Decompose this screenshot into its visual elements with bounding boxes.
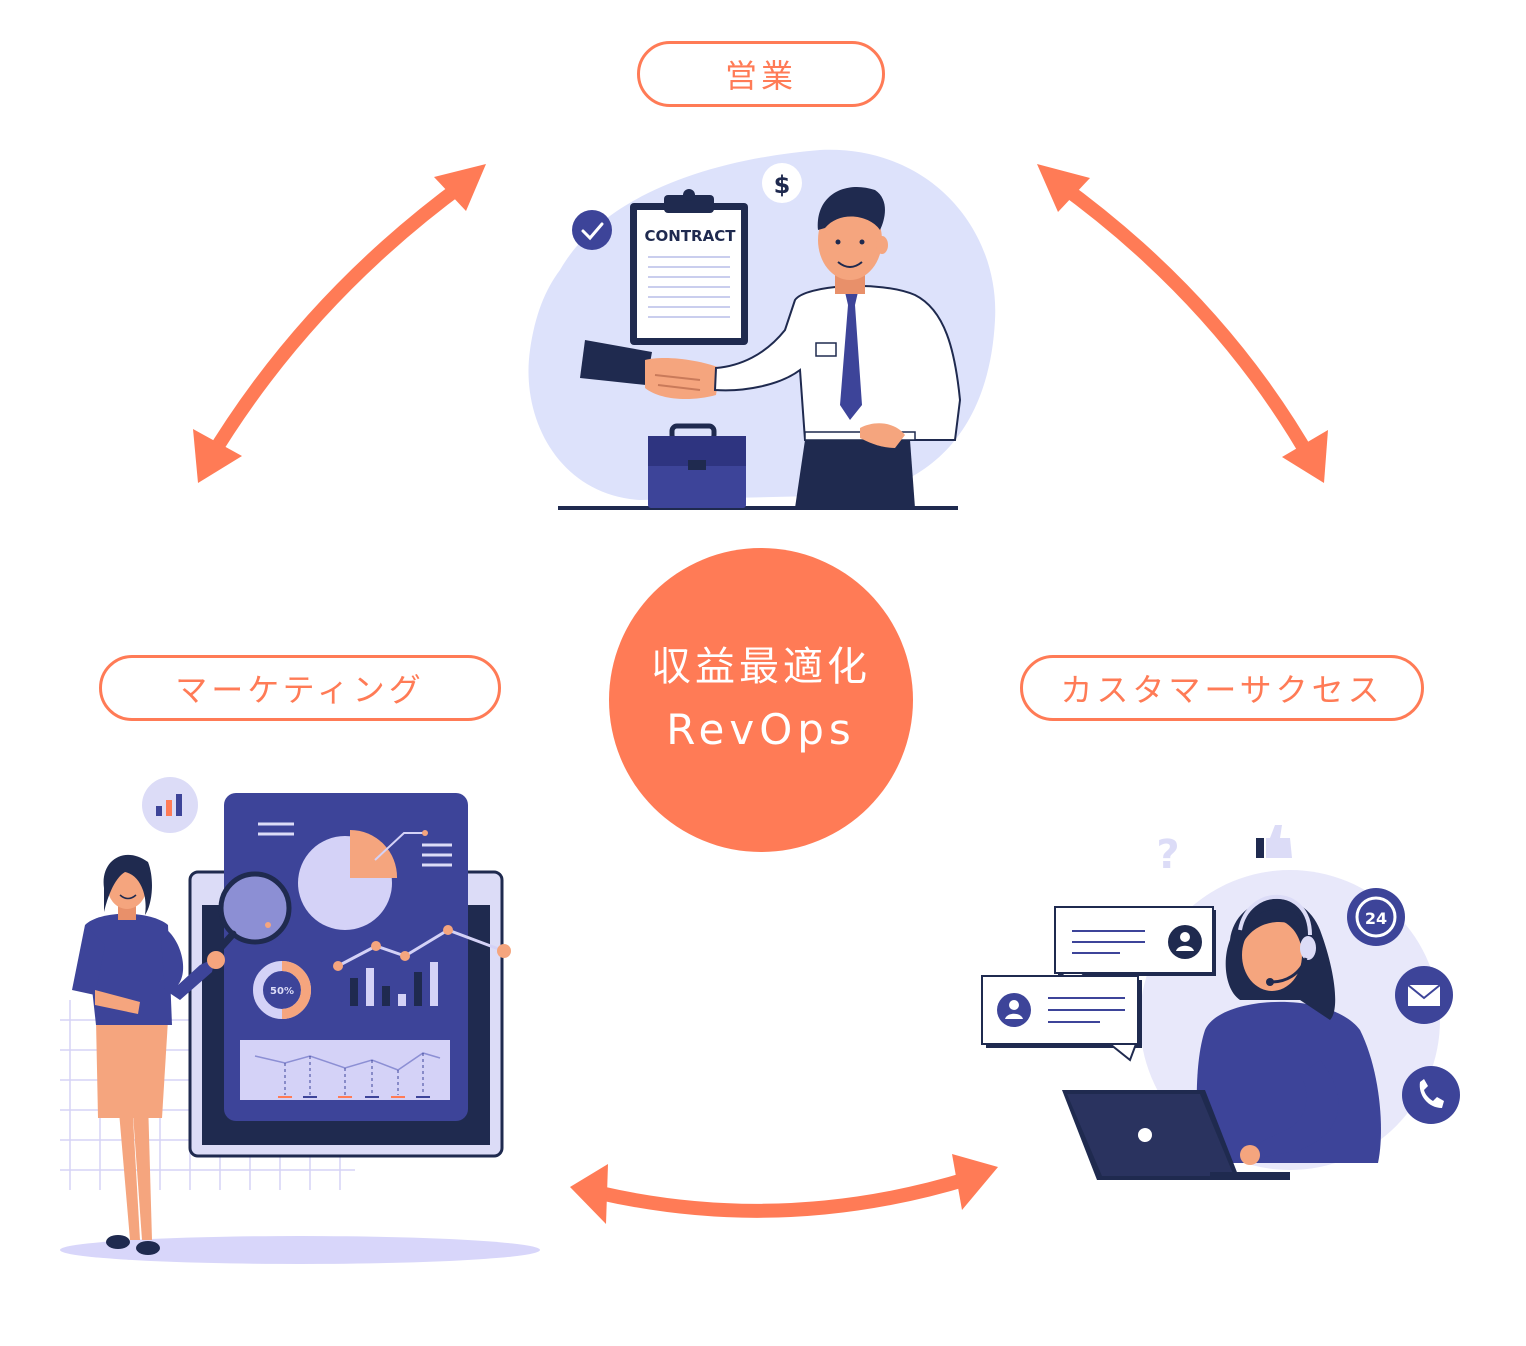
node-marketing-label: マーケティング bbox=[175, 671, 425, 709]
check-icon bbox=[572, 210, 612, 250]
node-sales-label: 営業 bbox=[724, 57, 797, 95]
center-subtitle: RevOps bbox=[666, 705, 856, 754]
customer-success-illustration: ? 24 bbox=[981, 825, 1460, 1180]
contract-label: CONTRACT bbox=[645, 227, 737, 245]
dollar-icon bbox=[762, 163, 802, 203]
sales-illustration: $ CONTRACT bbox=[528, 149, 996, 510]
marketing-illustration: 50% bbox=[60, 777, 540, 1264]
center-revops-circle: 収益最適化 RevOps bbox=[609, 548, 913, 852]
clock-label: 24 bbox=[1365, 909, 1387, 928]
arrow-sales-marketing bbox=[193, 164, 486, 483]
dollar-symbol: $ bbox=[774, 171, 791, 199]
arrow-marketing-cs bbox=[570, 1154, 998, 1224]
node-customer-success-label: カスタマーサクセス bbox=[1060, 671, 1384, 709]
question-icon: ? bbox=[1156, 832, 1179, 878]
center-title: 収益最適化 bbox=[651, 644, 871, 690]
node-marketing: マーケティング bbox=[99, 655, 501, 721]
thumbs-up-icon bbox=[1256, 825, 1292, 858]
clock-24-icon bbox=[1347, 888, 1405, 946]
phone-icon bbox=[1402, 1066, 1460, 1124]
chat-bubble-customer bbox=[981, 975, 1142, 1062]
node-customer-success: カスタマーサクセス bbox=[1020, 655, 1424, 721]
donut-label: 50% bbox=[270, 986, 294, 997]
node-sales: 営業 bbox=[637, 41, 885, 107]
chat-bubble-agent bbox=[1054, 906, 1216, 992]
arrow-sales-cs bbox=[1037, 164, 1328, 483]
